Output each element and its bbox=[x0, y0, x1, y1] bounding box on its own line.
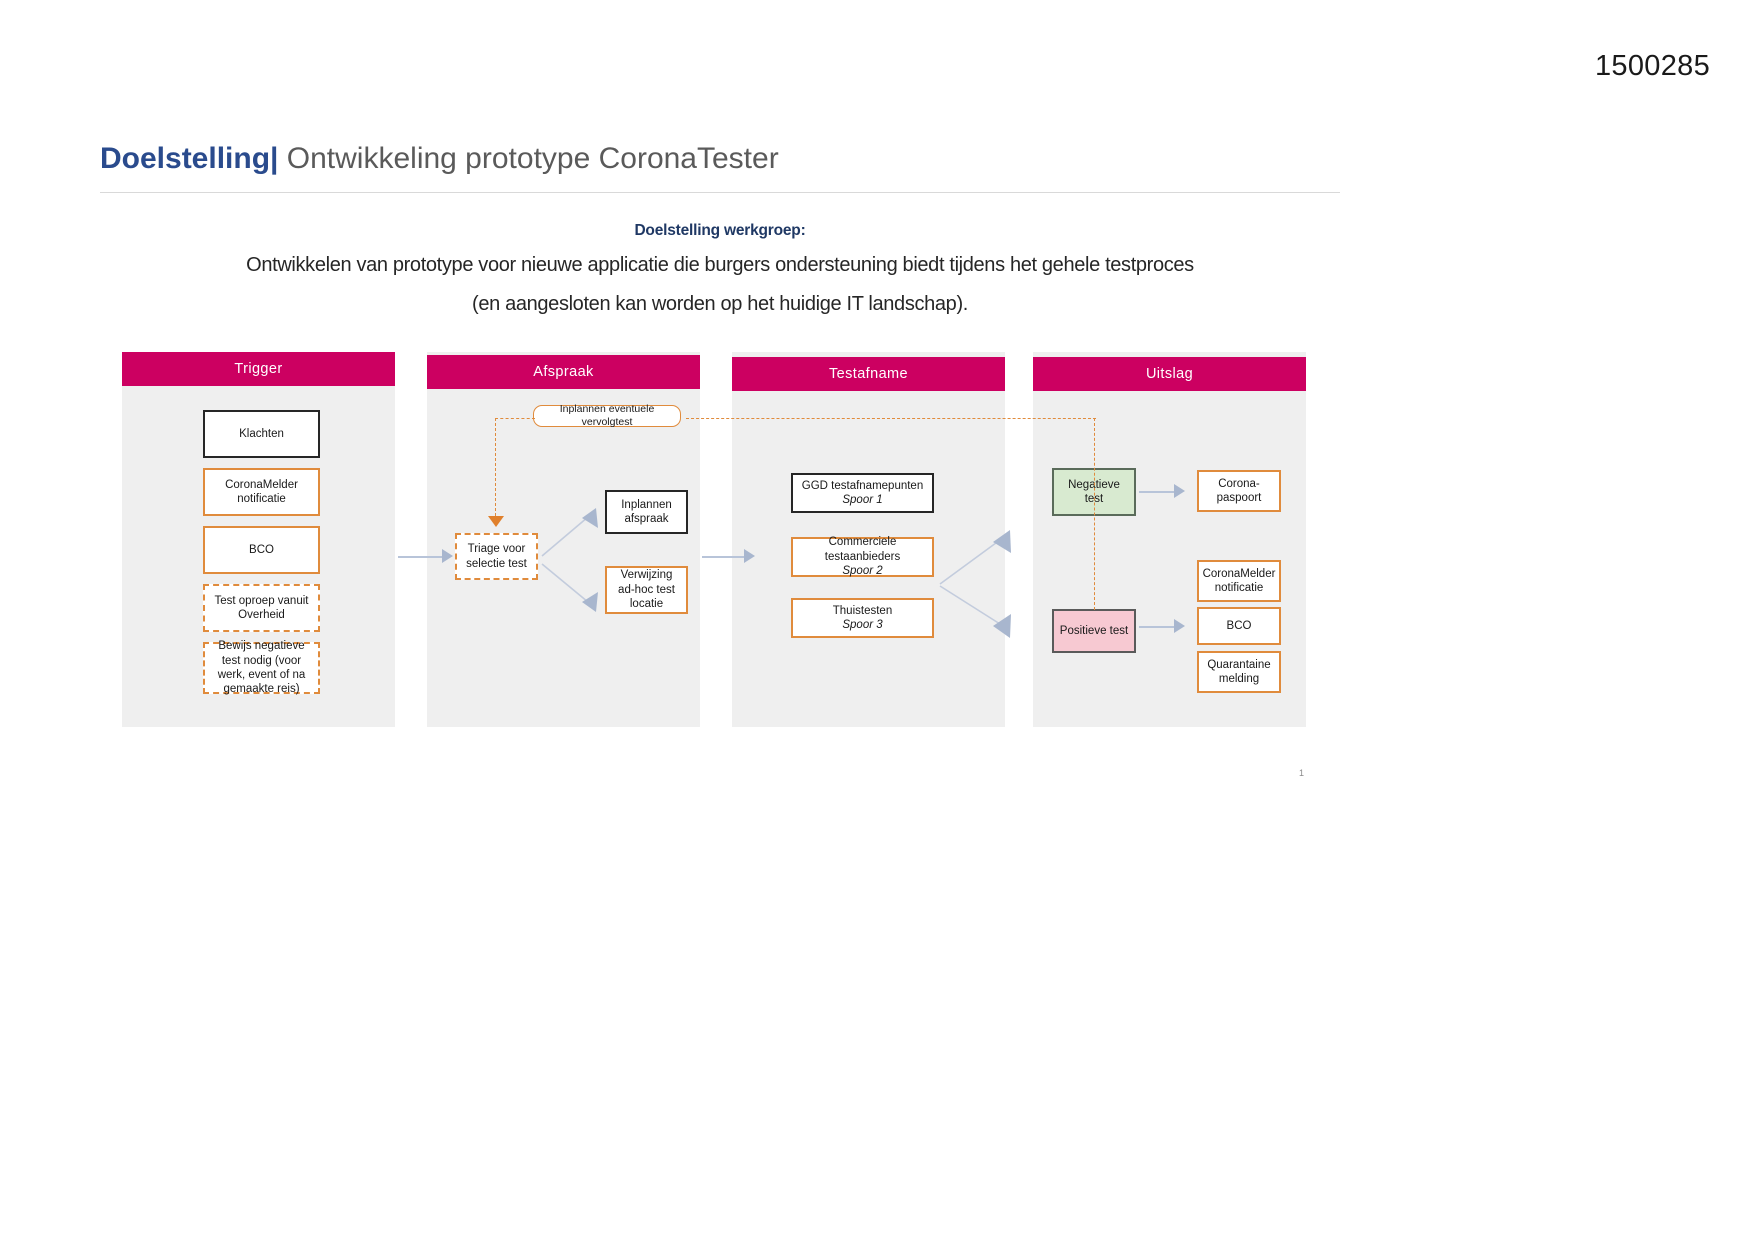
title-rest-part: Ontwikkeling prototype CoronaTester bbox=[286, 142, 779, 175]
node-bewijs-negatieve-test[interactable]: Bewijs negatieve test nodig (voor werk, … bbox=[203, 640, 320, 696]
node-label: CoronaMelder notificatie bbox=[225, 478, 298, 505]
intro-line-1: Ontwikkelen van prototype voor nieuwe ap… bbox=[246, 254, 1194, 276]
node-commerciele-testaanbieders[interactable]: Commerciele testaanbieders Spoor 2 bbox=[791, 536, 934, 578]
node-label: BCO bbox=[1226, 619, 1252, 632]
feedback-loop-horizontal-main bbox=[686, 418, 1096, 419]
node-label: BCO bbox=[249, 543, 274, 556]
node-label: Thuistesten bbox=[832, 604, 893, 617]
feedback-loop-vertical-uitslag bbox=[1094, 418, 1095, 610]
node-klachten[interactable]: Klachten bbox=[203, 410, 320, 458]
node-sublabel: Spoor 3 bbox=[842, 619, 883, 631]
node-coronamelder-notificatie-uitslag[interactable]: CoronaMelder notificatie bbox=[1197, 560, 1281, 602]
arrowhead-feedback-into-triage bbox=[488, 516, 504, 527]
arrowhead-positieve-to-uitslag-acties bbox=[1174, 619, 1185, 633]
column-header-label: Trigger bbox=[234, 361, 283, 377]
node-sublabel: Spoor 2 bbox=[842, 565, 883, 578]
column-header-uitslag: Uitslag bbox=[1033, 357, 1306, 391]
connector-testafname-to-positieve bbox=[939, 585, 1011, 638]
column-header-label: Afspraak bbox=[533, 364, 594, 380]
node-sublabel: Spoor 1 bbox=[842, 494, 883, 506]
connector-afspraak-to-testafname bbox=[702, 556, 746, 558]
connector-trigger-to-triage bbox=[398, 556, 444, 558]
arrowhead-trigger-to-triage bbox=[442, 549, 453, 563]
node-label: Inplannen eventuele vervolgtest bbox=[559, 402, 655, 428]
node-verwijzing-adhoc-testlocatie[interactable]: Verwijzing ad-hoc test locatie bbox=[605, 566, 688, 614]
node-label: Positieve test bbox=[1059, 624, 1129, 637]
node-thuistesten[interactable]: Thuistesten Spoor 3 bbox=[791, 598, 934, 638]
node-label: Bewijs negatieve test nodig (voor werk, … bbox=[217, 640, 306, 696]
node-label: Klachten bbox=[239, 427, 284, 440]
intro-block: Doelstelling werkgroep: Ontwikkelen van … bbox=[120, 222, 1320, 332]
column-header-trigger: Trigger bbox=[122, 352, 395, 386]
intro-line-2: (en aangesloten kan worden op het huidig… bbox=[472, 293, 968, 315]
column-header-label: Testafname bbox=[829, 366, 908, 382]
connector-triage-to-inplannen-afspraak bbox=[541, 508, 598, 557]
page-title: Doelstelling| Ontwikkeling prototype Cor… bbox=[100, 140, 1335, 178]
node-coronamelder-notificatie[interactable]: CoronaMelder notificatie bbox=[203, 468, 320, 516]
column-header-label: Uitslag bbox=[1145, 366, 1194, 382]
column-header-afspraak: Afspraak bbox=[427, 355, 700, 389]
intro-heading: Doelstelling werkgroep: bbox=[634, 222, 806, 239]
node-inplannen-vervolgtest[interactable]: Inplannen eventuele vervolgtest bbox=[533, 402, 681, 428]
node-label: Negatieve test bbox=[1068, 478, 1120, 505]
slide-page-number: 1 bbox=[1298, 768, 1304, 778]
node-positieve-test[interactable]: Positieve test bbox=[1052, 609, 1136, 653]
arrowhead-negatieve-to-paspoort bbox=[1174, 484, 1185, 498]
node-triage-selectie-test[interactable]: Triage voor selectie test bbox=[455, 533, 538, 580]
title-bold-part: Doelstelling bbox=[100, 142, 271, 175]
connector-positieve-to-uitslag-acties bbox=[1139, 626, 1177, 628]
node-label: GGD testafnamepunten bbox=[801, 479, 924, 492]
node-label: Corona-paspoort bbox=[1216, 477, 1262, 504]
connector-testafname-to-negatieve bbox=[939, 530, 1011, 585]
node-label: Triage voor selectie test bbox=[466, 543, 527, 570]
node-corona-paspoort[interactable]: Corona-paspoort bbox=[1197, 470, 1281, 512]
feedback-loop-horizontal-left bbox=[495, 418, 535, 419]
title-separator: | bbox=[270, 142, 279, 175]
node-label: CoronaMelder notificatie bbox=[1202, 567, 1276, 594]
feedback-loop-vertical-triage bbox=[495, 418, 496, 516]
node-ggd-testafnamepunten[interactable]: GGD testafnamepunten Spoor 1 bbox=[791, 473, 934, 513]
connector-negatieve-to-paspoort bbox=[1139, 491, 1177, 493]
node-label: Verwijzing ad-hoc test locatie bbox=[618, 569, 675, 611]
column-header-testafname: Testafname bbox=[732, 357, 1005, 391]
node-label: Inplannen afspraak bbox=[621, 498, 672, 525]
node-label: Commerciele testaanbieders bbox=[824, 536, 901, 563]
arrowhead-afspraak-to-testafname bbox=[744, 549, 755, 563]
node-test-oproep-overheid[interactable]: Test oproep vanuit Overheid bbox=[203, 584, 320, 632]
connector-triage-to-verwijzing bbox=[541, 563, 598, 612]
title-divider bbox=[100, 192, 1340, 193]
node-bco-trigger[interactable]: BCO bbox=[203, 526, 320, 574]
node-inplannen-afspraak[interactable]: Inplannen afspraak bbox=[605, 490, 688, 534]
node-label: Test oproep vanuit Overheid bbox=[214, 594, 309, 621]
node-bco-uitslag[interactable]: BCO bbox=[1197, 607, 1281, 645]
node-quarantaine-melding[interactable]: Quarantaine melding bbox=[1197, 651, 1281, 693]
document-number: 1500285 bbox=[1595, 50, 1710, 82]
node-label: Quarantaine melding bbox=[1207, 658, 1271, 685]
